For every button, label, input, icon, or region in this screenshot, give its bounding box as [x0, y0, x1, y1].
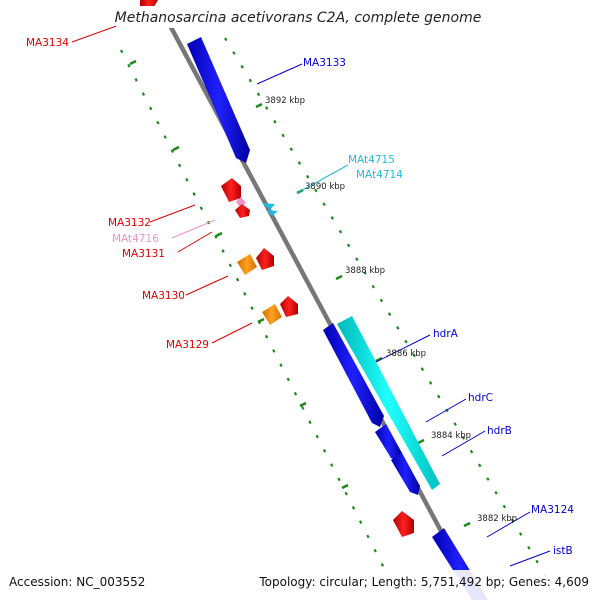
left-guide-line [120, 49, 386, 571]
gene-ma3129-orange[interactable] [262, 304, 282, 325]
label-connectors [71, 23, 551, 567]
gene-label-ma3130[interactable]: MA3130 [142, 290, 185, 302]
gene-label-ma3132[interactable]: MA3132 [108, 217, 151, 229]
gene-label-hdrc[interactable]: hdrC [468, 392, 493, 404]
genome-summary-text: Topology: circular; Length: 5,751,492 bp… [258, 575, 589, 589]
map-title: Methanosarcina acetivorans C2A, complete… [115, 10, 482, 26]
gene-label-mat4716[interactable]: MAt4716 [112, 233, 159, 245]
gene-label-ma3134[interactable]: MA3134 [26, 37, 69, 49]
scale-label-3886: 3886 kbp [386, 349, 426, 359]
gene-ma3130[interactable] [256, 248, 274, 270]
gene-hdrc[interactable] [375, 424, 402, 462]
gene-label-ma3133[interactable]: MA3133 [303, 57, 346, 69]
gene-hdra[interactable] [323, 323, 384, 427]
gene-label-hdra[interactable]: hdrA [433, 328, 459, 340]
gene-label-ma3129[interactable]: MA3129 [166, 339, 209, 351]
gene-ma3129[interactable] [280, 296, 298, 317]
gene-label-hdrb[interactable]: hdrB [487, 425, 512, 437]
right-guide-line [224, 37, 561, 600]
gene-red-lower[interactable] [393, 511, 414, 537]
gene-cyan-hdr[interactable] [337, 316, 440, 490]
gene-ma3131[interactable] [235, 204, 250, 218]
scale-label-3890: 3890 kbp [305, 182, 345, 192]
gene-label-ma3124[interactable]: MA3124 [531, 504, 574, 516]
gene-label-istb[interactable]: istB [553, 545, 573, 557]
gene-ma3133[interactable] [187, 37, 250, 163]
footer-backing [0, 570, 600, 600]
genome-backbone [164, 16, 480, 600]
gene-label-ma3131[interactable]: MA3131 [122, 248, 165, 260]
scale-label-3882: 3882 kbp [477, 514, 517, 524]
scale-label-3888: 3888 kbp [345, 266, 385, 276]
title-backing [116, 6, 480, 28]
gene-label-mat4715[interactable]: MAt4715 [348, 154, 395, 166]
scale-label-3892: 3892 kbp [265, 96, 305, 106]
gene-ma3130-orange[interactable] [237, 254, 257, 275]
gene-label-mat4714[interactable]: MAt4714 [356, 169, 403, 181]
accession-text: Accession: NC_003552 [9, 575, 145, 589]
gene-mat4715[interactable] [262, 203, 275, 210]
gene-mat4716[interactable] [236, 197, 246, 207]
gene-hdrb[interactable] [391, 453, 420, 495]
scale-label-3884: 3884 kbp [431, 431, 471, 441]
gene-ma3132[interactable] [221, 178, 241, 202]
gene-mat4714[interactable] [266, 210, 278, 216]
